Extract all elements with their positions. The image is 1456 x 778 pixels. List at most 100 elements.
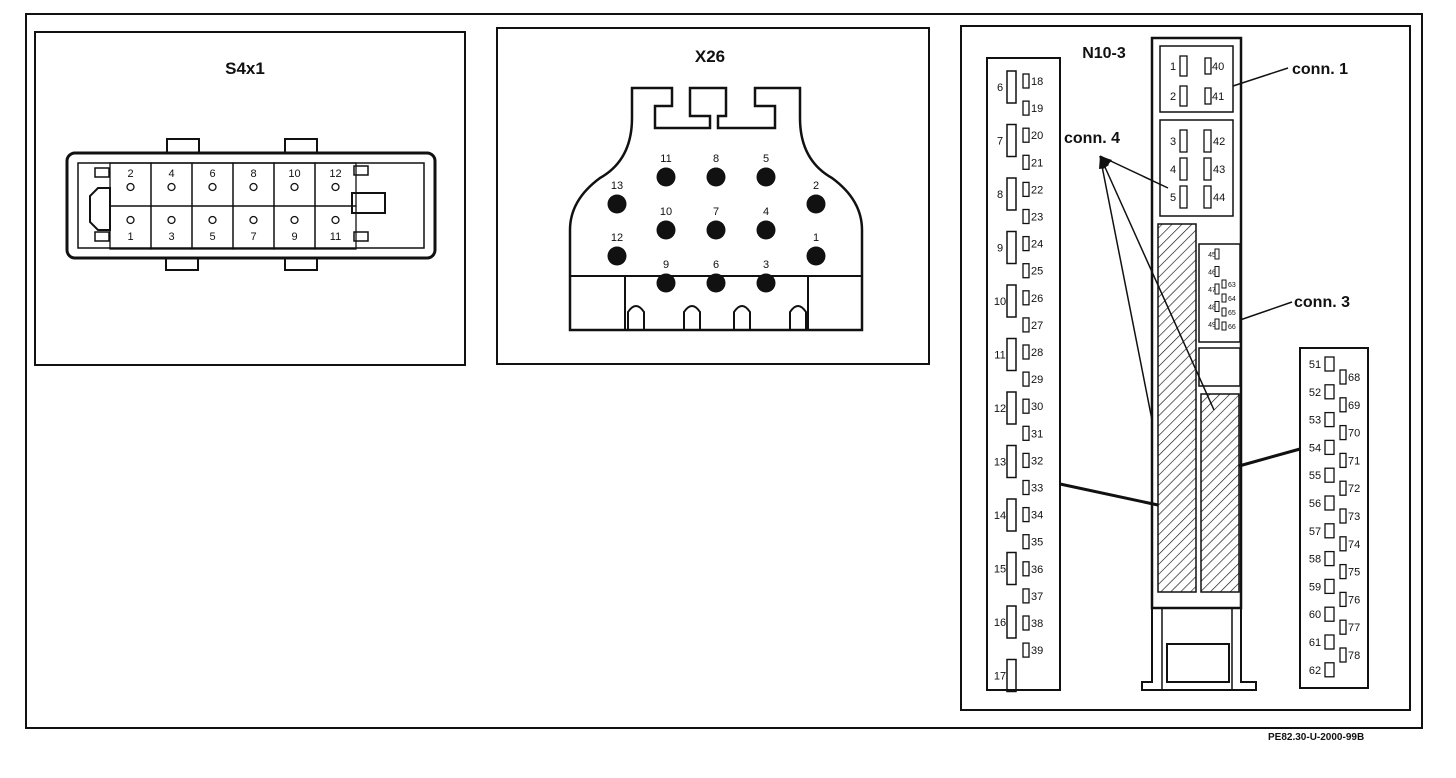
pin-label: 61 xyxy=(1309,637,1321,649)
figure-reference: PE82.30-U-2000-99B xyxy=(1268,732,1365,743)
pin-label: 12 xyxy=(994,403,1006,415)
pin-label: 1 xyxy=(127,231,133,243)
n103-terminal xyxy=(1022,154,1030,170)
pin-label: 42 xyxy=(1213,136,1225,148)
n103-terminal xyxy=(1339,563,1347,580)
n103-terminal xyxy=(1339,619,1347,635)
n103-hatched-area-right xyxy=(1200,393,1240,593)
n103-terminal xyxy=(1324,495,1335,511)
pin-label: 17 xyxy=(994,671,1006,683)
n103-terminal xyxy=(1006,123,1017,158)
s4x1-pin xyxy=(331,182,340,192)
n103-terminal xyxy=(1022,208,1030,225)
pin-label: 22 xyxy=(1031,184,1043,196)
x26-pin xyxy=(756,220,776,240)
n103-terminal xyxy=(1022,561,1030,577)
n103-terminal xyxy=(1214,283,1220,295)
conn1-label: conn. 1 xyxy=(1292,61,1348,78)
x26-title: X26 xyxy=(695,47,725,66)
pin-label: 43 xyxy=(1213,164,1225,176)
pin-label: 9 xyxy=(663,259,669,271)
n103-terminal xyxy=(1179,157,1188,181)
n103-terminal xyxy=(1022,73,1030,89)
n103-terminal xyxy=(1022,317,1030,333)
conn4-leader xyxy=(1099,155,1215,411)
pin-label: 12 xyxy=(611,232,623,244)
n103-terminal xyxy=(1006,230,1017,265)
n103-right-pins: 5152535455565758596061626869707172737475… xyxy=(1309,356,1360,678)
n103-terminal xyxy=(1022,344,1030,360)
s4x1-tab xyxy=(353,231,369,242)
x26-notch xyxy=(683,305,701,330)
pin-label: 19 xyxy=(1031,103,1043,115)
n103-terminal xyxy=(1204,57,1212,75)
pin-label: 10 xyxy=(288,168,300,180)
n103-terminal xyxy=(1022,588,1030,604)
pin-label: 4 xyxy=(1170,164,1176,176)
pin-label: 74 xyxy=(1348,539,1360,551)
s4x1-pin xyxy=(208,215,217,225)
pin-label: 54 xyxy=(1309,442,1321,454)
pin-label: 2 xyxy=(1170,91,1176,103)
n103-terminal xyxy=(1203,185,1212,209)
n103-terminal xyxy=(1179,129,1188,153)
pin-label: 72 xyxy=(1348,483,1360,495)
pin-label: 12 xyxy=(329,168,341,180)
pin-label: 58 xyxy=(1309,554,1321,566)
pin-label: 34 xyxy=(1031,510,1043,522)
pin-label: 30 xyxy=(1031,401,1043,413)
pin-label: 25 xyxy=(1031,266,1043,278)
conn1-leader xyxy=(1232,67,1289,87)
n103-terminal xyxy=(1022,371,1030,387)
n103-terminal xyxy=(1022,235,1030,252)
s4x1-title: S4x1 xyxy=(225,59,265,78)
x26-pin xyxy=(607,246,627,266)
pin-label: 5 xyxy=(1170,192,1176,204)
n103-terminal xyxy=(1324,411,1335,428)
n103-terminal xyxy=(1324,606,1335,622)
n103-terminal xyxy=(1214,318,1220,330)
pin-label: 7 xyxy=(997,136,1003,148)
outer-frame xyxy=(25,13,1423,729)
s4x1-tab xyxy=(94,167,110,178)
n103-terminal xyxy=(1006,498,1017,532)
n103-terminal xyxy=(1006,605,1017,639)
pin-label: 21 xyxy=(1031,157,1043,169)
pin-label: 4 xyxy=(168,168,174,180)
s4x1-pin xyxy=(249,215,258,225)
s4x1-pin xyxy=(290,182,299,192)
s4x1-pin xyxy=(290,215,299,225)
n103-base xyxy=(1141,608,1257,691)
pin-label: 1 xyxy=(813,232,819,244)
pin-label: 7 xyxy=(250,231,256,243)
x26-pin xyxy=(806,194,826,214)
pin-label: 14 xyxy=(994,510,1006,522)
pin-label: 10 xyxy=(660,206,672,218)
pin-label: 37 xyxy=(1031,591,1043,603)
n103-terminal xyxy=(1324,356,1335,372)
pin-label: 16 xyxy=(994,617,1006,629)
n103-terminal xyxy=(1006,284,1017,318)
n103-terminal xyxy=(1179,55,1188,77)
n103-terminal xyxy=(1006,177,1017,211)
s4x1-pin xyxy=(167,215,176,225)
arrow-head xyxy=(1100,156,1112,166)
x26-foot-right xyxy=(807,275,863,331)
n103-terminal xyxy=(1203,157,1212,181)
pin-label: 46 xyxy=(1208,270,1216,277)
n103-terminal xyxy=(1339,508,1347,524)
n103-base-slot xyxy=(1166,643,1230,683)
s4x1-pin xyxy=(167,182,176,192)
n103-terminal xyxy=(1022,425,1030,441)
n103-terminal xyxy=(1339,591,1347,608)
pin-label: 10 xyxy=(994,296,1006,308)
n103-terminal xyxy=(1022,398,1030,414)
n103-terminal xyxy=(1221,321,1227,331)
pin-label: 6 xyxy=(209,168,215,180)
n103-terminal xyxy=(1339,424,1347,441)
